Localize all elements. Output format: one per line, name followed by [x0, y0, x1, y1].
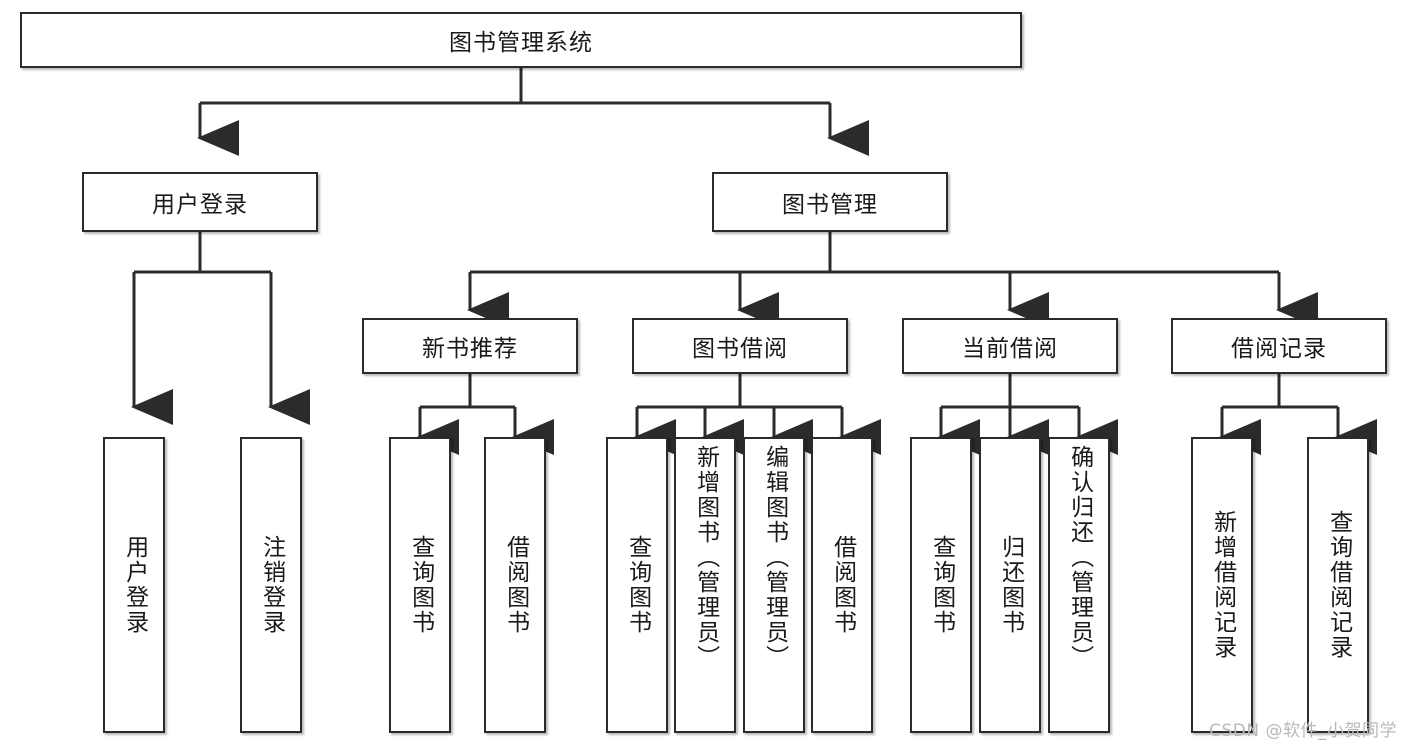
leaf-borrow-record-add-label: 新增借阅记录	[1209, 510, 1236, 660]
leaf-current-borrow-return-label: 归还图书	[997, 535, 1024, 635]
leaf-book-borrow-edit-label: 编辑图书（管理员）	[761, 445, 788, 670]
leaf-current-borrow-confirm[interactable]: 确认归还（管理员）	[1048, 437, 1110, 733]
leaf-current-borrow-confirm-label: 确认归还（管理员）	[1066, 445, 1093, 670]
watermark-text: CSDN @软件_小贺同学	[1209, 721, 1397, 741]
leaf-user-login-signin-label: 用户登录	[121, 535, 148, 635]
leaf-user-login-signout[interactable]: 注销登录	[240, 437, 302, 733]
leaf-book-borrow-query[interactable]: 查询图书	[606, 437, 668, 733]
node-borrow-record-label: 借阅记录	[1231, 336, 1327, 362]
node-new-book-recommend[interactable]: 新书推荐	[362, 318, 578, 374]
leaf-book-borrow-borrow[interactable]: 借阅图书	[811, 437, 873, 733]
leaf-book-borrow-add[interactable]: 新增图书（管理员）	[674, 437, 736, 733]
leaf-book-borrow-borrow-label: 借阅图书	[829, 535, 856, 635]
leaf-book-borrow-edit[interactable]: 编辑图书（管理员）	[743, 437, 805, 733]
leaf-borrow-record-query[interactable]: 查询借阅记录	[1307, 437, 1369, 733]
leaf-user-login-signin[interactable]: 用户登录	[103, 437, 165, 733]
node-book-management[interactable]: 图书管理	[712, 172, 948, 232]
node-root[interactable]: 图书管理系统	[20, 12, 1022, 68]
leaf-borrow-record-query-label: 查询借阅记录	[1325, 510, 1352, 660]
leaf-current-borrow-return[interactable]: 归还图书	[979, 437, 1041, 733]
node-new-book-recommend-label: 新书推荐	[422, 336, 518, 362]
node-user-login-label: 用户登录	[152, 192, 248, 218]
leaf-new-book-borrow-label: 借阅图书	[502, 535, 529, 635]
node-current-borrow-label: 当前借阅	[962, 336, 1058, 362]
leaf-user-login-signout-label: 注销登录	[258, 535, 285, 635]
leaf-new-book-borrow[interactable]: 借阅图书	[484, 437, 546, 733]
leaf-current-borrow-query[interactable]: 查询图书	[910, 437, 972, 733]
node-book-borrow[interactable]: 图书借阅	[632, 318, 848, 374]
leaf-book-borrow-add-label: 新增图书（管理员）	[692, 445, 719, 670]
leaf-current-borrow-query-label: 查询图书	[928, 535, 955, 635]
node-root-label: 图书管理系统	[449, 30, 593, 56]
leaf-new-book-query[interactable]: 查询图书	[389, 437, 451, 733]
leaf-book-borrow-query-label: 查询图书	[624, 535, 651, 635]
node-book-borrow-label: 图书借阅	[692, 336, 788, 362]
node-borrow-record[interactable]: 借阅记录	[1171, 318, 1387, 374]
leaf-new-book-query-label: 查询图书	[407, 535, 434, 635]
leaf-borrow-record-add[interactable]: 新增借阅记录	[1191, 437, 1253, 733]
node-user-login[interactable]: 用户登录	[82, 172, 318, 232]
node-current-borrow[interactable]: 当前借阅	[902, 318, 1118, 374]
node-book-management-label: 图书管理	[782, 192, 878, 218]
